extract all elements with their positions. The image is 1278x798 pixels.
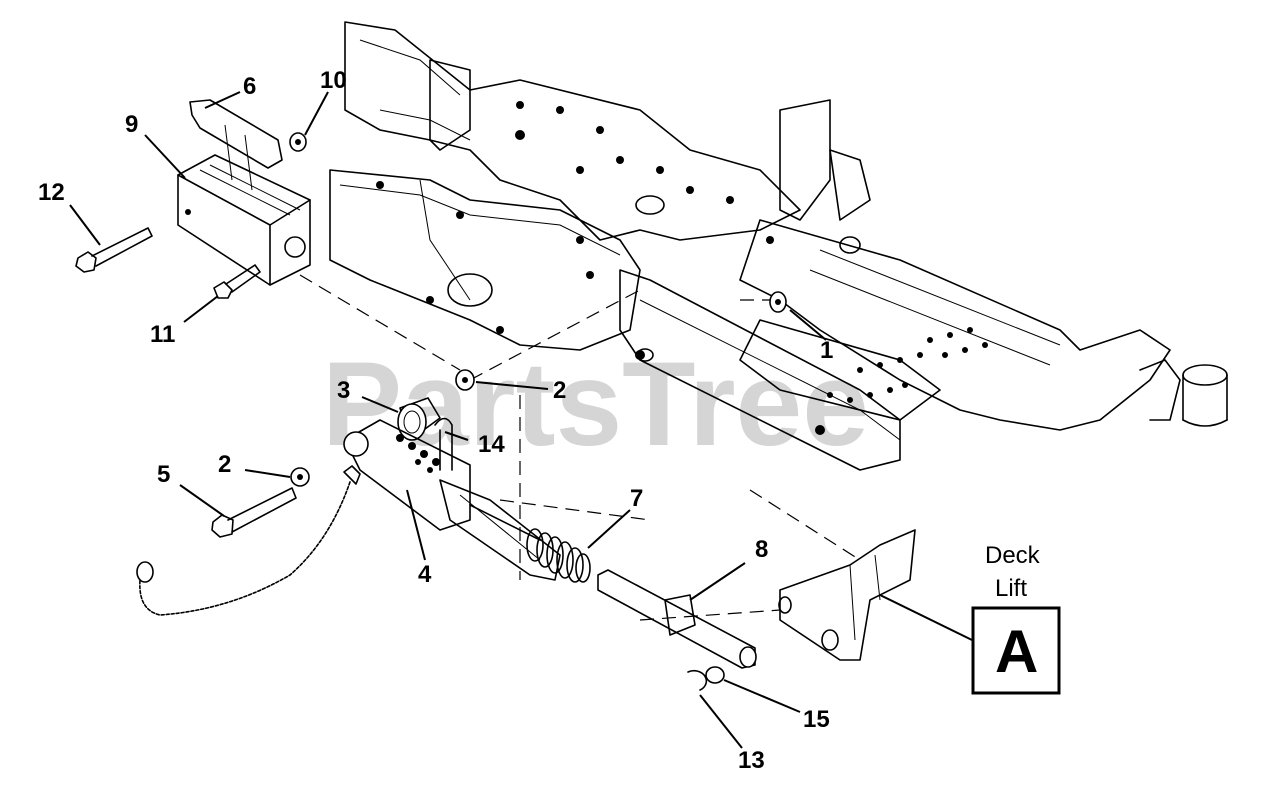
part-6-clip (189, 99, 283, 191)
assembly-lines (299, 274, 861, 621)
deck-lift-bracket (778, 529, 916, 661)
part-2-washer-upper (455, 369, 475, 391)
part-11-screw (213, 264, 261, 299)
callout-2-lower: 2 (218, 451, 231, 478)
part-10-nut (289, 132, 307, 152)
callout-13: 13 (738, 747, 765, 774)
callout-8: 8 (755, 536, 768, 563)
callout-5: 5 (157, 461, 170, 488)
callout-11: 11 (150, 321, 175, 348)
part-9-bracket (177, 154, 311, 286)
callout-10: 10 (320, 67, 347, 94)
callout-12: 12 (38, 179, 65, 206)
callout-14: 14 (478, 431, 505, 458)
part-15-washer (705, 666, 725, 684)
callout-4: 4 (418, 561, 432, 588)
reference-box (971, 606, 1061, 695)
watermark-text: PartsTree (322, 337, 869, 471)
part-3-bushing (397, 397, 441, 441)
callout-1: 1 (820, 337, 833, 364)
reference-caption-line2: Lift (995, 575, 1027, 602)
callout-2-upper: 2 (553, 377, 566, 404)
callout-6: 6 (243, 73, 256, 100)
part-5-bolt (211, 487, 297, 538)
part-8-rod (597, 569, 757, 669)
callout-leaders (69, 91, 973, 749)
ground-cable (136, 465, 361, 616)
part-7-spring (469, 504, 591, 583)
tractor-frame (329, 21, 1228, 471)
callout-15: 15 (803, 706, 830, 733)
callout-3: 3 (337, 377, 350, 404)
reference-letter: A (995, 618, 1038, 685)
part-2-washer-lower (290, 467, 310, 487)
part-1-washer (769, 291, 787, 313)
callout-9: 9 (125, 111, 138, 138)
part-13-clip (687, 669, 708, 691)
part-12-bolt (75, 227, 153, 273)
callout-7: 7 (630, 485, 643, 512)
reference-caption-line1: Deck (985, 542, 1041, 569)
